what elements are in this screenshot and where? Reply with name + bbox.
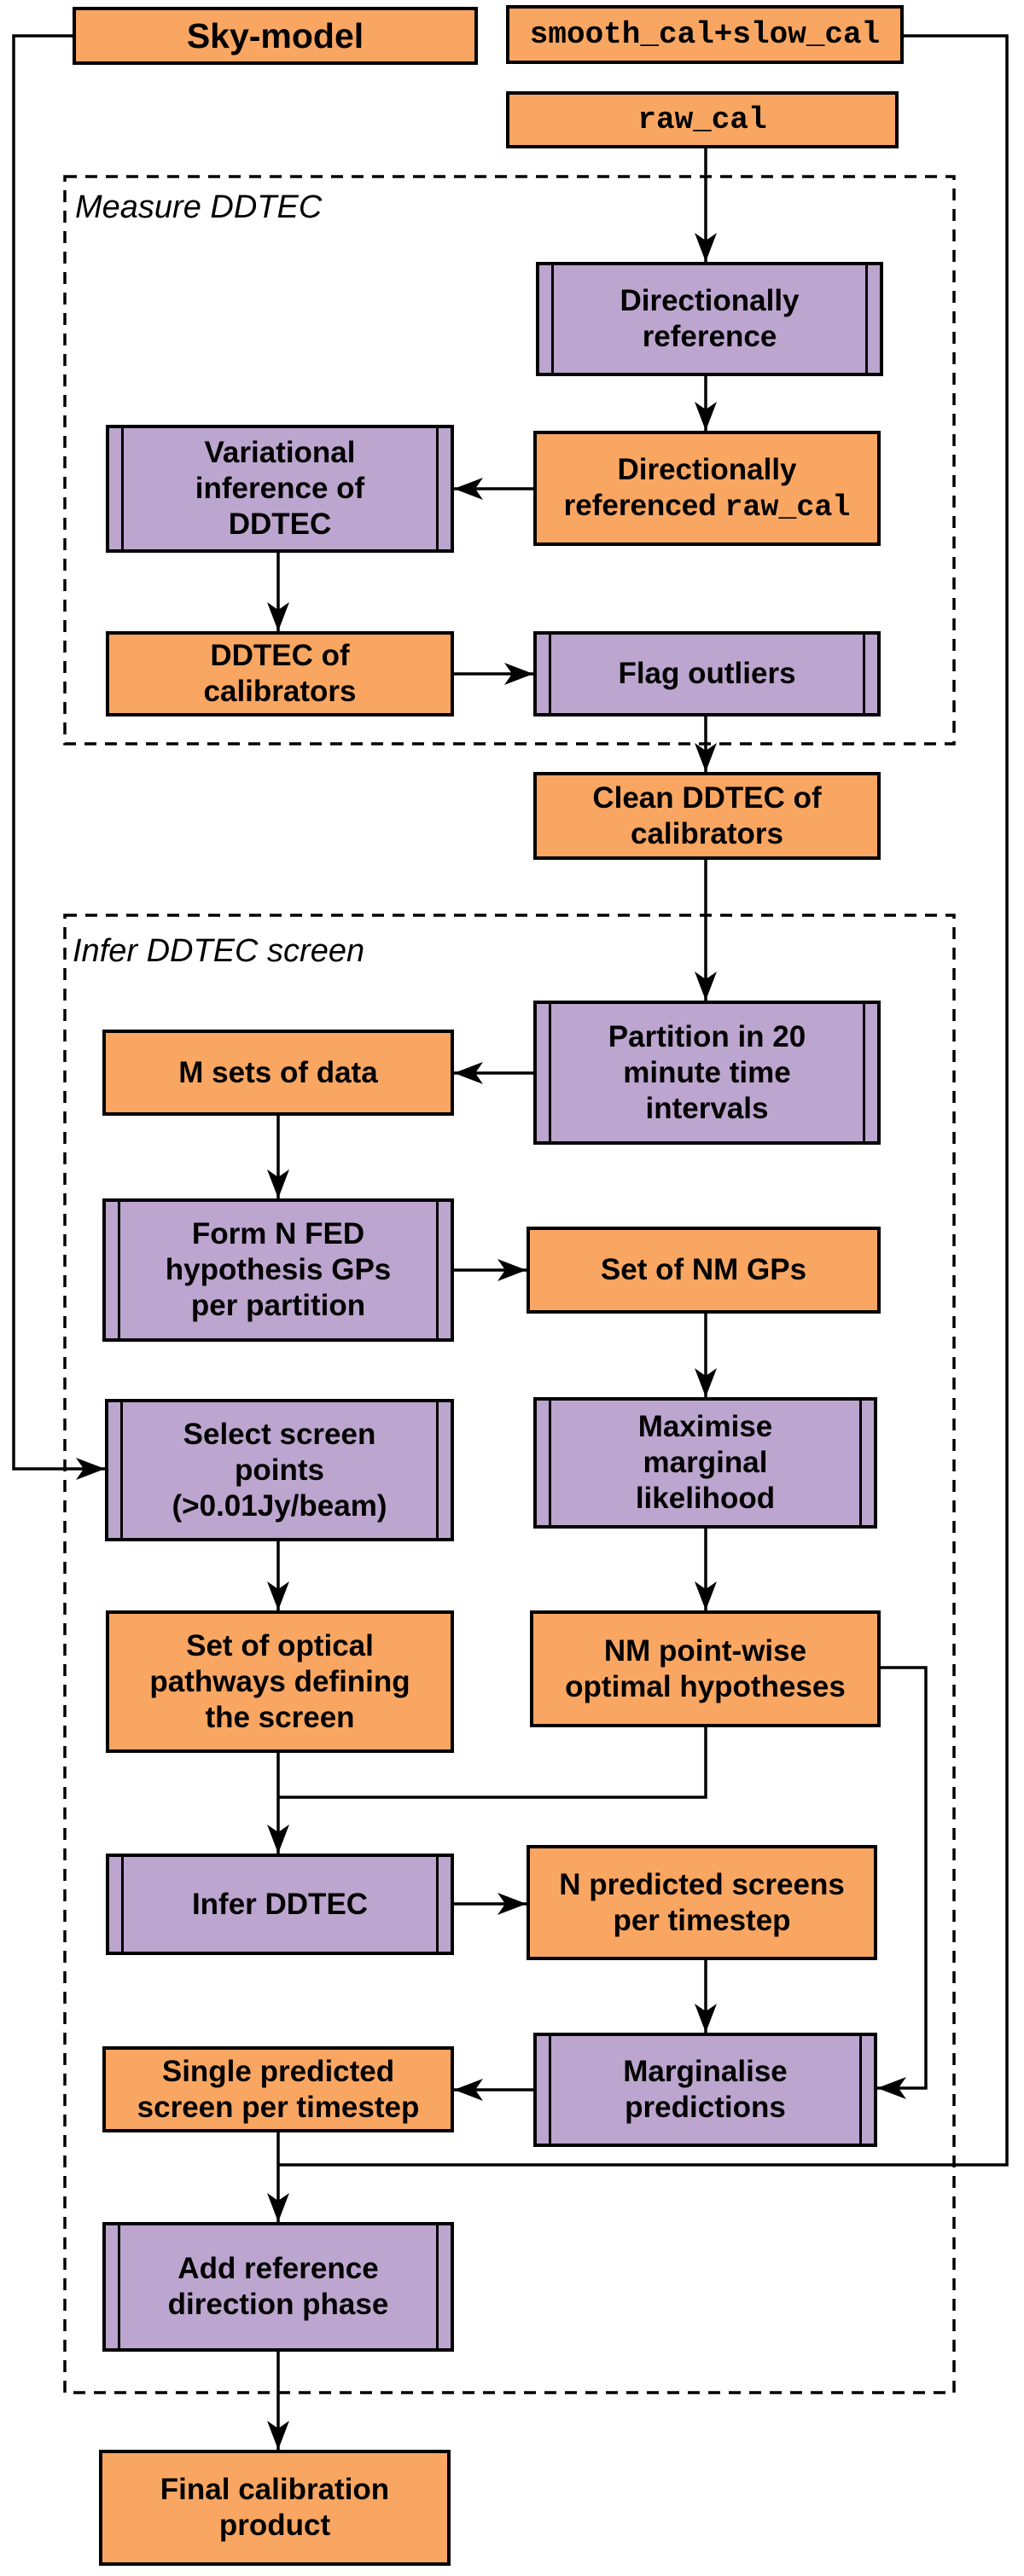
edge-skymodel-left-rail-to-select bbox=[12, 34, 105, 1480]
node-label: Clean DDTEC of calibrators bbox=[592, 780, 822, 850]
node-clean-ddtec-of-calibrators: Clean DDTEC of calibrators bbox=[533, 772, 881, 860]
node-label: NM point-wise optimal hypotheses bbox=[565, 1633, 846, 1703]
node-label: DDTEC of calibrators bbox=[203, 639, 357, 708]
node-label: N predicted screens per timestep bbox=[559, 1867, 845, 1937]
node-nm-pointwise-hypotheses: NM point-wise optimal hypotheses bbox=[530, 1610, 881, 1727]
edge-nmpointwise-to-marginalise bbox=[877, 1666, 928, 2099]
node-final-calibration-product: Final calibration product bbox=[99, 2450, 451, 2566]
node-label: Form N FED hypothesis GPs per partition bbox=[165, 1217, 392, 1322]
node-infer-ddtec: Infer DDTEC bbox=[106, 1854, 454, 1955]
node-raw-cal: raw_cal bbox=[506, 91, 899, 148]
node-add-reference-direction-phase: Add reference direction phase bbox=[102, 2222, 454, 2352]
edge-smoothcal-right-rail bbox=[278, 34, 1009, 2167]
node-set-of-nm-gps: Set of NM GPs bbox=[527, 1227, 881, 1314]
node-set-of-optical-pathways: Set of optical pathways defining the scr… bbox=[106, 1610, 454, 1753]
measure-ddtec-frame bbox=[63, 175, 956, 746]
node-label: Add reference direction phase bbox=[167, 2252, 389, 2321]
node-label: Variational inference of DDTEC bbox=[195, 436, 365, 541]
node-partition-time-intervals: Partition in 20 minute time intervals bbox=[533, 1001, 881, 1145]
node-label-code: raw_cal bbox=[724, 490, 851, 525]
node-label: Single predicted screen per timestep bbox=[137, 2054, 420, 2124]
node-directionally-reference: Directionally reference bbox=[536, 262, 883, 376]
node-n-predicted-screens: N predicted screens per timestep bbox=[527, 1845, 877, 1960]
node-label: Partition in 20 minute time intervals bbox=[608, 1019, 806, 1125]
node-ddtec-of-calibrators: DDTEC of calibrators bbox=[106, 631, 454, 717]
section-label-measure-ddtec: Measure DDTEC bbox=[75, 189, 323, 225]
node-variational-inference: Variational inference of DDTEC bbox=[106, 425, 454, 553]
node-label: Infer DDTEC bbox=[191, 1887, 369, 1921]
node-single-predicted-screen: Single predicted screen per timestep bbox=[102, 2046, 454, 2132]
node-label-text: Directionally referenced bbox=[563, 452, 797, 522]
node-select-screen-points: Select screen points (>0.01Jy/beam) bbox=[105, 1399, 454, 1541]
node-form-n-fed-gps: Form N FED hypothesis GPs per partition bbox=[102, 1198, 454, 1342]
node-label: Set of NM GPs bbox=[600, 1253, 807, 1286]
node-label: Marginalise predictions bbox=[623, 2055, 788, 2124]
node-smooth-cal-slow-cal: smooth_cal+slow_cal bbox=[506, 5, 904, 64]
node-label: Flag outliers bbox=[618, 657, 796, 690]
node-label: Sky-model bbox=[186, 16, 364, 55]
node-label: Set of optical pathways defining the scr… bbox=[149, 1628, 410, 1734]
node-label: raw_cal bbox=[637, 102, 767, 137]
node-marginalise-predictions: Marginalise predictions bbox=[533, 2033, 877, 2147]
node-label: Select screen points (>0.01Jy/beam) bbox=[172, 1417, 387, 1523]
node-label: smooth_cal+slow_cal bbox=[529, 16, 881, 52]
node-m-sets-of-data: M sets of data bbox=[102, 1030, 454, 1116]
node-directionally-referenced-raw-cal: Directionally referenced raw_cal bbox=[533, 431, 881, 546]
node-maximise-marginal-likelihood: Maximise marginal likelihood bbox=[533, 1397, 877, 1529]
node-label: Directionally referenced raw_cal bbox=[559, 452, 856, 525]
node-label: M sets of data bbox=[178, 1055, 378, 1089]
node-sky-model: Sky-model bbox=[73, 7, 478, 65]
node-label: Directionally reference bbox=[620, 284, 800, 353]
infer-ddtec-screen-frame bbox=[63, 914, 956, 2394]
section-label-infer-ddtec-screen: Infer DDTEC screen bbox=[73, 933, 365, 969]
node-label: Maximise marginal likelihood bbox=[635, 1410, 776, 1515]
node-flag-outliers: Flag outliers bbox=[533, 631, 881, 717]
edge-nm-bottom-to-infer-branch bbox=[278, 1727, 707, 1799]
node-label: Final calibration product bbox=[160, 2473, 390, 2542]
